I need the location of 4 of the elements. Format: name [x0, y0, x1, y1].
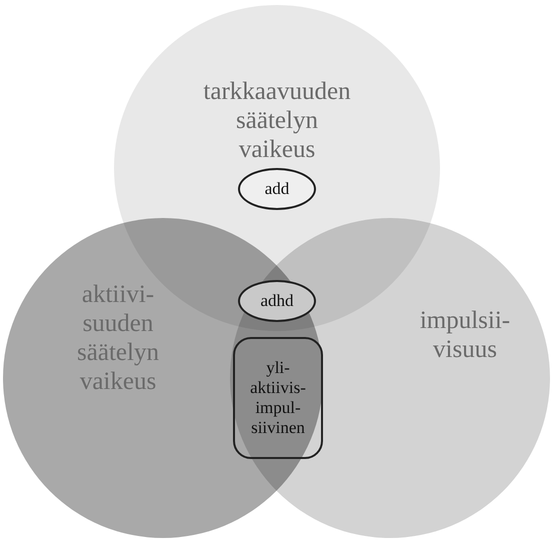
category-label: tarkkaavuuden säätelyn vaikeus [202, 77, 352, 164]
category-label: aktiivi- suuden säätelyn vaikeus [76, 280, 160, 396]
category-label: impulsii- visuus [418, 306, 512, 364]
term-label: yli- aktiivis- impul- siivinen [233, 337, 323, 459]
